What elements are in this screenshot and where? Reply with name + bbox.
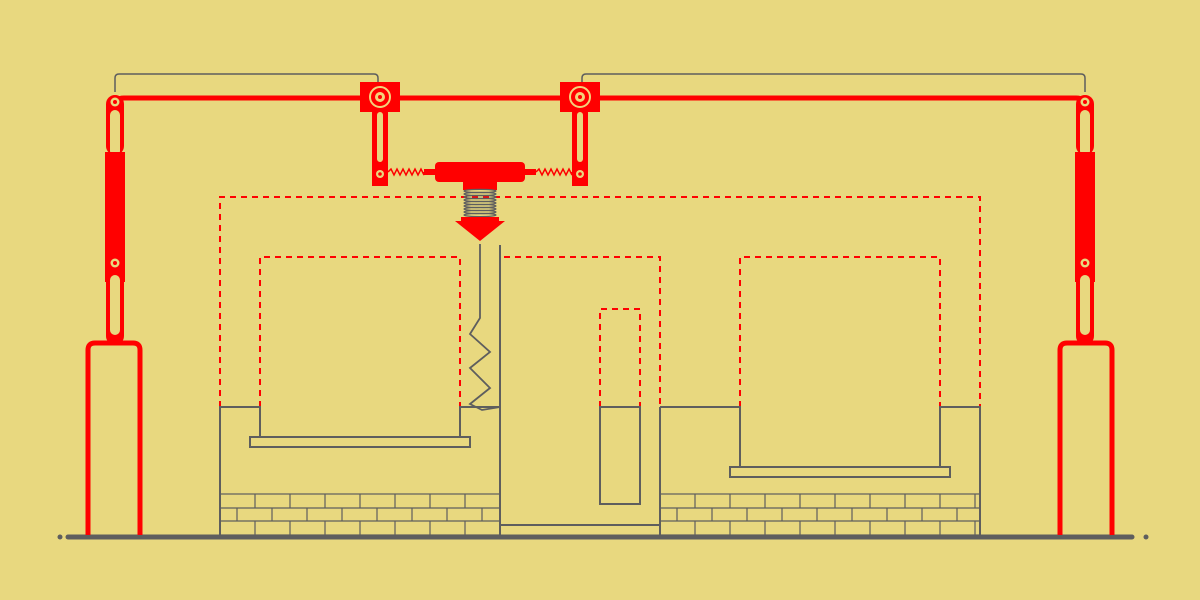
ground-end-dot-left bbox=[57, 534, 63, 540]
bracket-left bbox=[114, 73, 379, 92]
right-arm bbox=[1057, 95, 1115, 535]
bearing-icon bbox=[369, 86, 391, 108]
left-arm bbox=[85, 95, 143, 535]
spring-icon bbox=[387, 167, 425, 177]
spring-icon bbox=[535, 167, 573, 177]
right-room-dashed-outline bbox=[739, 256, 941, 407]
arrow-down-icon bbox=[455, 221, 505, 241]
brick-foundation-right bbox=[659, 493, 981, 536]
brick-foundation-left bbox=[219, 493, 501, 536]
right-post-base bbox=[1057, 340, 1115, 535]
arrow-plate bbox=[461, 217, 499, 221]
cylinder-rod-left bbox=[424, 169, 436, 175]
ground-end-dot-right bbox=[1143, 534, 1149, 540]
left-window-sill bbox=[249, 436, 471, 448]
ground bbox=[57, 534, 1149, 540]
left-room-dashed-outline bbox=[259, 256, 461, 407]
dashed-outlines bbox=[219, 196, 981, 407]
left-hanger bbox=[360, 82, 400, 186]
center-room-dashed-outline bbox=[499, 256, 661, 407]
right-hanger bbox=[560, 82, 600, 186]
left-arm-sleeve bbox=[105, 152, 125, 282]
left-post-base bbox=[85, 340, 143, 535]
door bbox=[599, 406, 641, 505]
actuator-cylinder bbox=[435, 162, 525, 182]
top-brackets bbox=[114, 73, 1086, 92]
bearing-icon bbox=[569, 86, 591, 108]
zigzag-spring-wire bbox=[468, 244, 501, 411]
actuator-assembly bbox=[387, 162, 573, 241]
right-window-sill bbox=[729, 466, 951, 478]
cylinder-rod-right bbox=[524, 169, 536, 175]
building-outline bbox=[219, 245, 981, 535]
left-wall-stub bbox=[219, 406, 261, 535]
left-inner-wall bbox=[459, 406, 500, 437]
door-dashed-outline bbox=[599, 308, 641, 407]
right-wall-stub bbox=[939, 406, 981, 535]
bracket-right bbox=[581, 73, 1086, 92]
right-arm-sleeve bbox=[1075, 152, 1095, 282]
right-inner-wall bbox=[660, 406, 741, 467]
spring-cap bbox=[463, 182, 497, 190]
outer-dashed-outline bbox=[219, 196, 981, 407]
spring-icon bbox=[463, 188, 497, 218]
